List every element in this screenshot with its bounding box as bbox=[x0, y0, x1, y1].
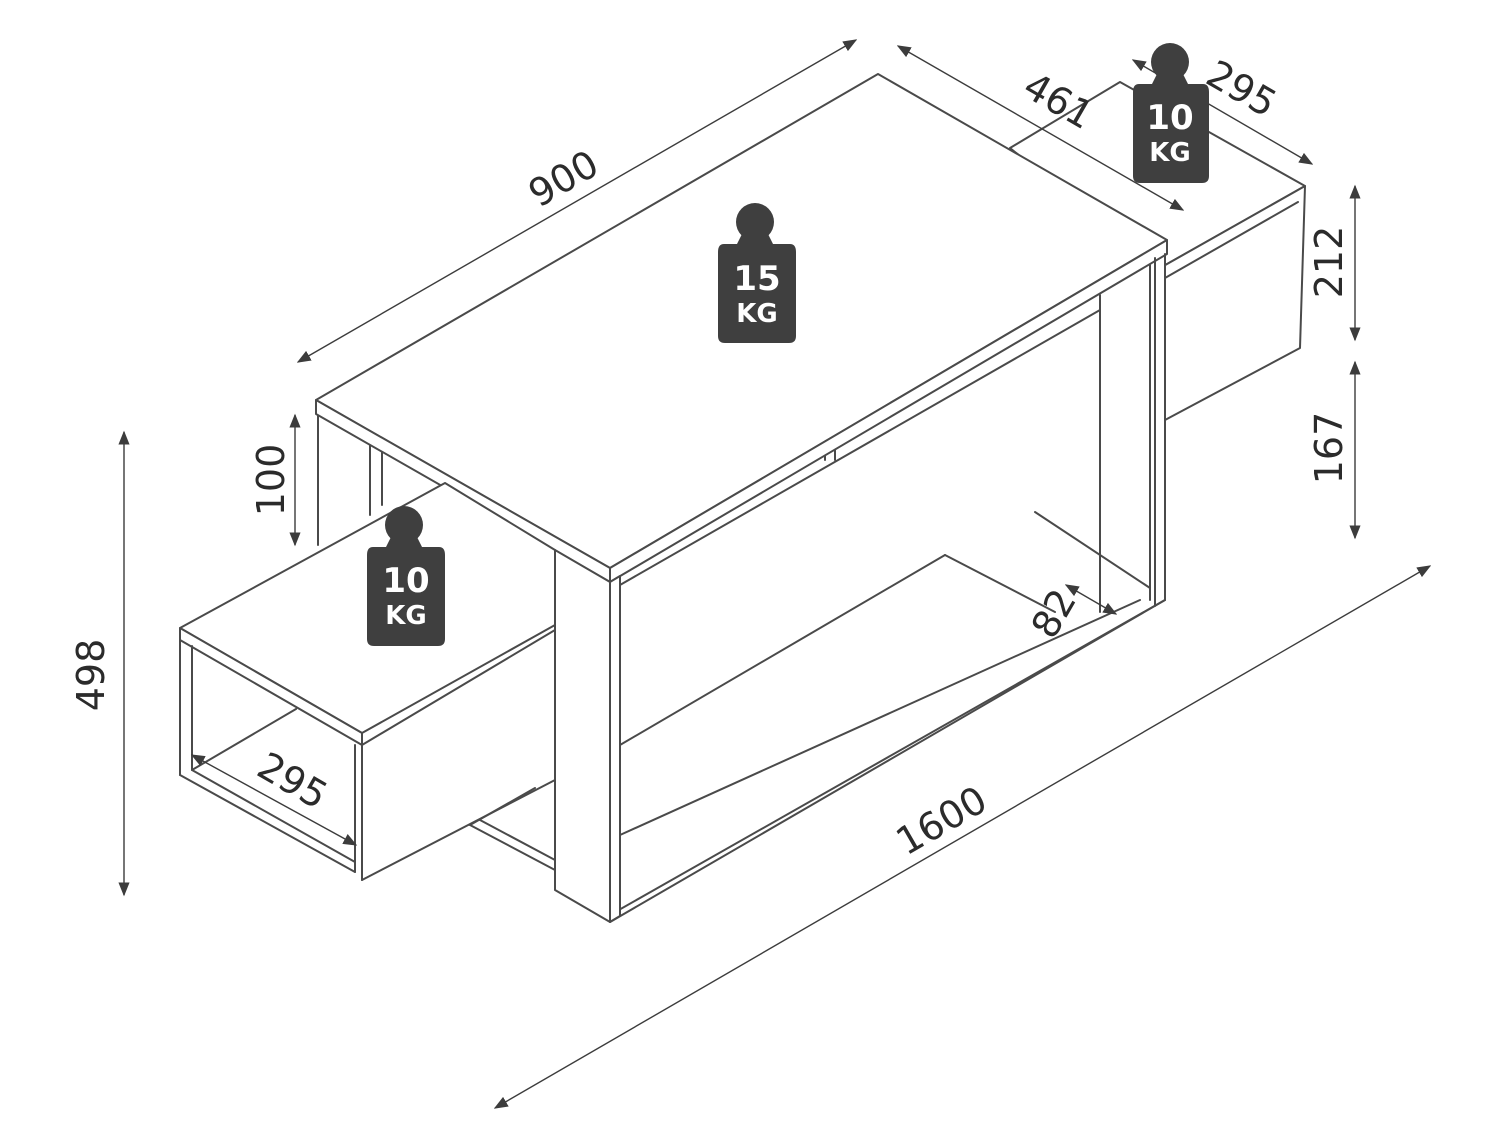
dim-295-left-label: 295 bbox=[250, 744, 335, 818]
weight-right-value: 10 bbox=[1146, 98, 1193, 138]
dim-295-right-label: 295 bbox=[1199, 52, 1284, 126]
dim-1600-line bbox=[493, 565, 1432, 1109]
weight-badge-left: 10 KG bbox=[367, 506, 445, 646]
weight-left-unit: KG bbox=[385, 601, 427, 631]
dim-900-line bbox=[296, 39, 858, 363]
weight-icon bbox=[1151, 43, 1189, 81]
weight-left-value: 10 bbox=[382, 561, 429, 601]
weight-top-unit: KG bbox=[736, 299, 778, 329]
dim-295-left-line bbox=[190, 754, 358, 846]
weight-right-unit: KG bbox=[1149, 138, 1191, 168]
weight-badge-right: 10 KG bbox=[1133, 43, 1209, 183]
dim-212-label: 212 bbox=[1307, 226, 1351, 299]
weight-badge-top: 15 KG bbox=[718, 203, 796, 343]
left-legs bbox=[317, 414, 383, 546]
weight-icon bbox=[736, 203, 774, 241]
front-leg-face bbox=[554, 549, 611, 923]
left-shelf bbox=[179, 482, 556, 881]
dim-1600-label: 1600 bbox=[889, 778, 995, 864]
dim-100-label: 100 bbox=[249, 444, 293, 517]
weight-icon bbox=[385, 506, 423, 544]
dim-82-line bbox=[1064, 584, 1118, 615]
weight-top-value: 15 bbox=[733, 259, 780, 299]
dim-900-label: 900 bbox=[521, 142, 606, 216]
dim-498-label: 498 bbox=[69, 639, 113, 712]
dim-167-label: 167 bbox=[1307, 412, 1351, 485]
dimension-lines bbox=[118, 39, 1432, 1109]
dim-461-line bbox=[896, 45, 1185, 211]
